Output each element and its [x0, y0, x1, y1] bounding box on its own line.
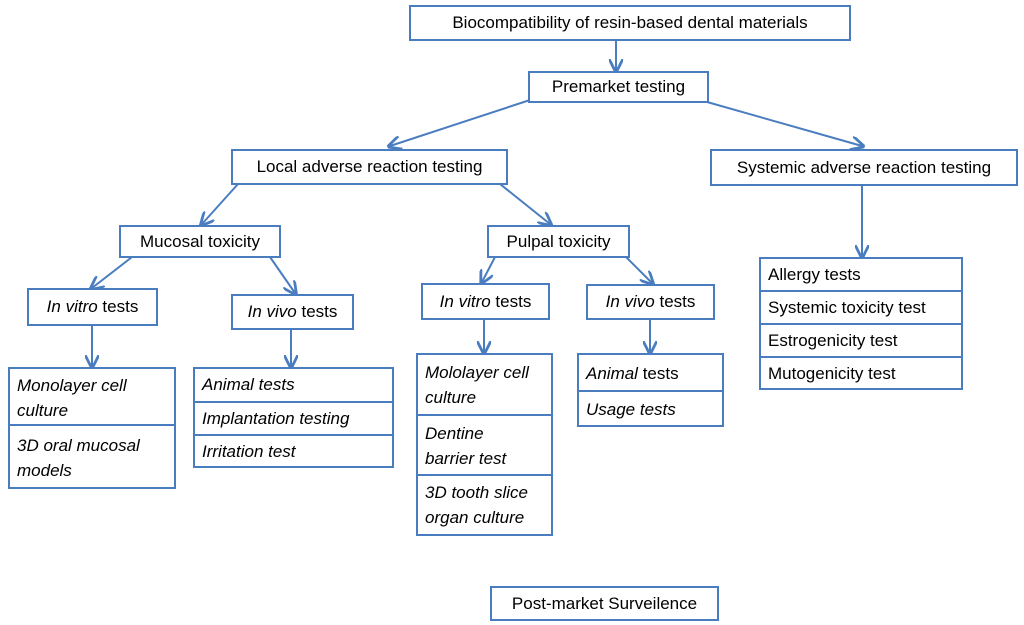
mucosal-invivo-label: In vivo tests: [231, 294, 354, 330]
list-item-animal: Animal tests: [577, 361, 679, 386]
mucosal-invivo-em: In vivo: [247, 302, 297, 321]
mucosal-invitro-em: In vitro: [46, 297, 98, 316]
list-divider: [759, 323, 963, 325]
pulpal-invivo-em: In vivo: [605, 292, 655, 311]
arrow-pulpal-invivo: [625, 256, 652, 283]
list-divider: [759, 290, 963, 292]
mucosal-box: [119, 225, 281, 258]
list-item-implantation: Implantation testing: [202, 409, 350, 428]
mucosal-invivo-box: [231, 294, 354, 330]
arrow-local-mucosal: [202, 183, 239, 224]
list-item-allergy: Allergy tests: [768, 265, 861, 284]
list-item-irritation: Irritation test: [202, 442, 296, 461]
arrow-mucosal-invitro: [92, 256, 133, 288]
mucosal-invivo-list: [193, 367, 394, 468]
arrow-pulpal-invitro: [482, 256, 496, 282]
pulpal-label: Pulpal toxicity: [506, 231, 611, 251]
title-box: [409, 5, 851, 41]
list-divider: [193, 401, 394, 403]
list-divider: [759, 356, 963, 358]
list-item-estrogenicity: Estrogenicity test: [768, 331, 898, 350]
list-item-animal-tests: Animal tests: [202, 375, 295, 394]
local-box: [231, 149, 508, 185]
animal-em: Animal: [586, 364, 638, 383]
postmarket-box: [490, 586, 719, 621]
pulpal-invitro-box: [421, 283, 550, 320]
pulpal-invivo-label: In vivo tests: [586, 284, 715, 320]
arrow-premarket-local: [390, 99, 531, 146]
pulpal-invitro-label: In vitro tests: [421, 283, 550, 320]
mucosal-label: Mucosal toxicity: [140, 231, 260, 251]
postmarket-label: Post-market Surveilence: [511, 593, 698, 613]
mucosal-invitro-label: In vitro tests: [27, 288, 158, 326]
list-divider: [577, 390, 724, 392]
arrow-local-pulpal: [499, 183, 550, 224]
mucosal-invitro-box: [27, 288, 158, 326]
list-item-3d-oral: 3D oral mucosal models: [17, 436, 140, 480]
pulpal-invitro-rest: tests: [490, 291, 532, 311]
diagram-title: Biocompatibility of resin-based dental m…: [452, 13, 808, 32]
list-divider: [8, 424, 176, 426]
list-item-monolayer: Monolayer cell culture: [17, 376, 127, 420]
list-item-dentine: Dentine barrier test: [425, 424, 507, 468]
local-label: Local adverse reaction testing: [256, 157, 483, 176]
list-item-mutogenicity: Mutogenicity test: [768, 364, 896, 383]
premarket-box: [528, 71, 709, 103]
list-divider: [416, 474, 553, 476]
list-item-mololayer: Mololayer cell culture: [425, 363, 529, 407]
list-divider: [193, 434, 394, 436]
premarket-label: Premarket testing: [551, 77, 686, 96]
systemic-label: Systemic adverse reaction testing: [736, 157, 992, 177]
pulpal-invivo-box: [586, 284, 715, 320]
pulpal-invitro-em: In vitro: [439, 291, 491, 311]
list-item-usage: Usage tests: [586, 400, 676, 419]
arrow-mucosal-invivo: [269, 256, 295, 293]
mucosal-invivo-rest: tests: [296, 302, 338, 321]
list-item-systemic-toxicity: Systemic toxicity test: [768, 298, 926, 317]
mucosal-invitro-rest: tests: [97, 297, 139, 316]
pulpal-invitro-list: [416, 353, 553, 416]
pulpal-invivo-rest: tests: [654, 292, 696, 311]
arrow-premarket-systemic: [699, 99, 862, 146]
systemic-box: [710, 149, 1018, 186]
animal-rest: tests: [637, 364, 679, 383]
mucosal-invitro-list: [8, 367, 176, 489]
pulpal-box: [487, 225, 630, 258]
list-item-3d-tooth: 3D tooth slice organ culture: [425, 483, 528, 527]
